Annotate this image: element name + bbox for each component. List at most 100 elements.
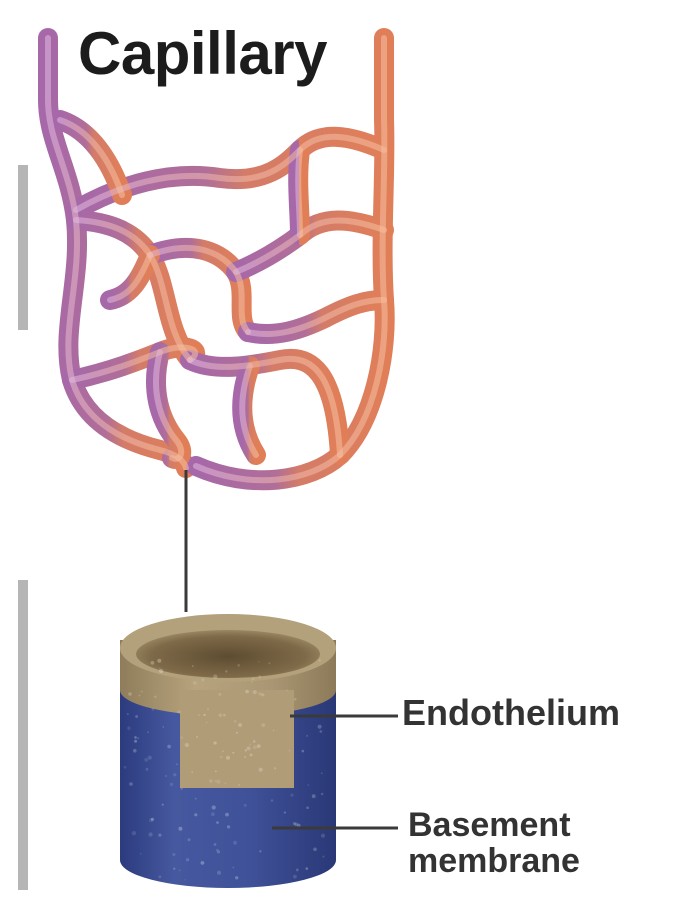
texture-dot (164, 774, 168, 778)
texture-dot (258, 692, 262, 696)
texture-dot (205, 721, 208, 724)
texture-dot (232, 866, 235, 869)
texture-dot (258, 675, 262, 679)
texture-dot (194, 797, 197, 800)
texture-dot (138, 694, 141, 697)
texture-dot (223, 713, 226, 717)
texture-dot (186, 858, 190, 862)
texture-dot (225, 670, 228, 673)
texture-dot (226, 755, 230, 760)
texture-dot (162, 726, 164, 728)
texture-dot (133, 748, 137, 753)
texture-dot (245, 689, 249, 694)
texture-dot (154, 695, 157, 698)
texture-dot (256, 744, 261, 748)
texture-dot (274, 767, 277, 770)
texture-dot (233, 840, 238, 845)
texture-dot (157, 658, 162, 663)
vessel-highlight (193, 35, 388, 484)
texture-dot (292, 822, 296, 825)
texture-dot (294, 822, 299, 827)
texture-dot (159, 668, 164, 674)
texture-dot (286, 689, 289, 692)
texture-dot (320, 833, 326, 838)
vessel-highlight (239, 363, 259, 458)
vessel-highlight (153, 349, 185, 462)
vessel-highlight (73, 133, 387, 213)
texture-dot (317, 724, 322, 729)
texture-dot (134, 739, 138, 743)
texture-dot (251, 677, 255, 681)
texture-dot (306, 806, 309, 810)
texture-dot (169, 782, 174, 787)
texture-dot (218, 713, 223, 718)
texture-dot (180, 787, 183, 790)
texture-dot (134, 736, 137, 739)
basement-label-line-1: Basement (408, 806, 571, 844)
texture-dot (178, 869, 181, 872)
texture-dot (243, 803, 247, 807)
texture-dot (213, 741, 217, 745)
texture-dot (147, 731, 150, 734)
texture-dot (222, 750, 224, 752)
texture-dot (217, 870, 221, 875)
texture-dot (158, 833, 162, 837)
texture-dot (206, 707, 210, 711)
texture-dot (259, 850, 262, 853)
vessel-highlight (245, 297, 387, 337)
texture-dot (173, 773, 177, 777)
texture-dot (128, 692, 132, 696)
vessel-highlight (57, 117, 125, 198)
texture-dot (191, 771, 194, 774)
texture-dot (126, 713, 129, 715)
texture-dot (192, 681, 197, 685)
page-edge-bar-bottom (18, 580, 28, 890)
texture-dot (127, 726, 131, 730)
texture-dot (268, 662, 271, 665)
texture-dot (139, 852, 142, 855)
texture-dot (297, 823, 301, 827)
basement-membrane-label: Basement membrane (408, 806, 580, 879)
texture-dot (216, 850, 221, 854)
texture-dot (184, 878, 187, 881)
texture-dot (184, 742, 189, 748)
texture-dot (123, 765, 127, 769)
endothelium-notch (180, 690, 294, 788)
membrane-texture (123, 658, 326, 881)
texture-dot (288, 749, 291, 752)
texture-dot (261, 693, 265, 697)
texture-dot (226, 825, 231, 829)
texture-dot (320, 772, 323, 774)
texture-dot (307, 784, 310, 786)
texture-dot (225, 812, 229, 817)
texture-dot (261, 723, 266, 727)
texture-dot (313, 847, 317, 852)
texture-dot (258, 660, 261, 663)
texture-dot (293, 697, 297, 701)
texture-dot (211, 812, 215, 817)
texture-dot (215, 780, 217, 782)
texture-dot (149, 818, 154, 823)
texture-dot (216, 779, 221, 784)
texture-dot (147, 755, 152, 760)
texture-dot (319, 730, 323, 733)
texture-dot (172, 853, 176, 856)
texture-dot (211, 805, 216, 810)
texture-dot (158, 875, 162, 879)
texture-dot (224, 782, 227, 785)
texture-dot (144, 757, 149, 762)
endothelium-label: Endothelium (402, 692, 620, 733)
texture-dot (306, 734, 309, 737)
diagram-title: Capillary (78, 20, 327, 87)
texture-dot (203, 713, 206, 717)
texture-dot (233, 720, 237, 723)
texture-dot (145, 767, 149, 771)
texture-dot (252, 690, 257, 695)
texture-dot (318, 659, 321, 662)
texture-dot (196, 736, 199, 738)
page-edge-bar-top (18, 165, 28, 330)
capillary-cross-section (120, 614, 336, 888)
texture-dot (238, 723, 243, 727)
texture-dot (167, 744, 171, 749)
texture-dot (161, 803, 164, 806)
